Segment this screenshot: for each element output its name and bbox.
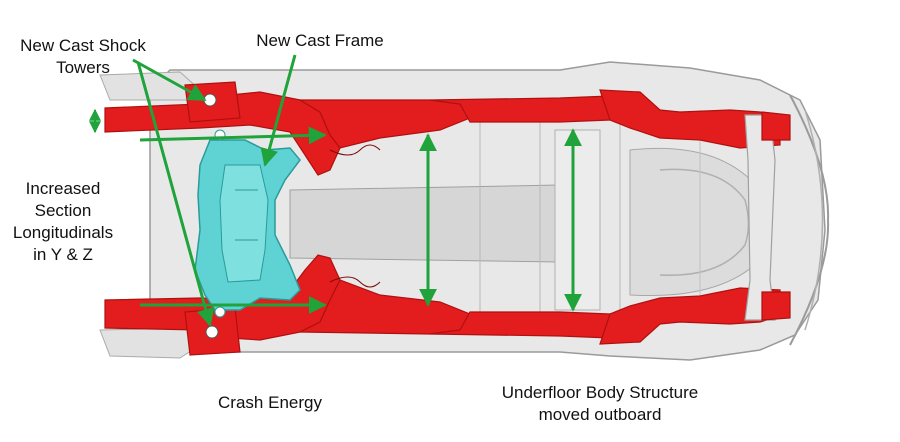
label-underfloor: Underfloor Body Structure moved outboard xyxy=(501,383,699,424)
label-cast-frame: New Cast Frame xyxy=(256,31,384,50)
label-longitudinals: Increased Section Longitudinals in Y & Z xyxy=(12,179,114,264)
rail-details xyxy=(203,93,381,339)
label-shock-towers: New Cast Shock Towers xyxy=(20,36,146,77)
label-crash-energy: Crash Energy xyxy=(218,393,322,412)
arrow-shock-tower-top xyxy=(132,58,207,102)
arrow-crash-energy-top xyxy=(139,126,327,145)
arrow-cast-frame xyxy=(260,54,297,167)
arrow-shock-tower-bottom xyxy=(136,61,215,327)
red-structure xyxy=(104,81,791,356)
annotation-arrows xyxy=(89,54,582,327)
